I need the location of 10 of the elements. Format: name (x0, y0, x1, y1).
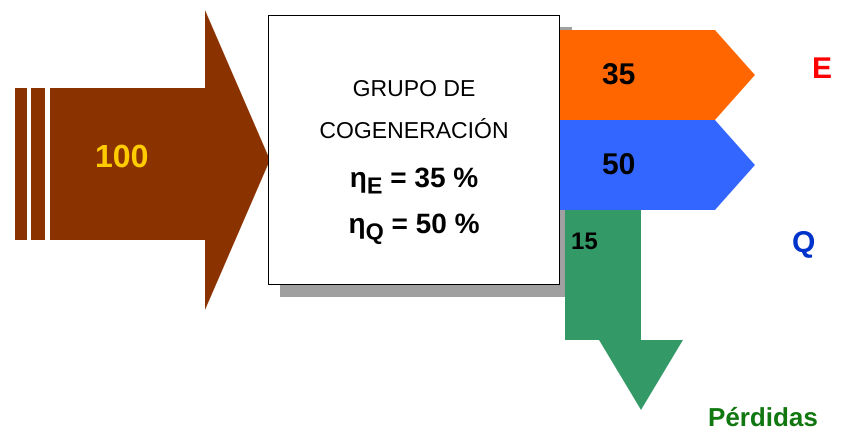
flow-label: Q (792, 226, 816, 260)
flow-label: E (812, 52, 832, 86)
efficiency-formula: η$_{Q}$ = 50 % (348, 207, 480, 247)
flow-label: Pérdidas (708, 402, 818, 433)
box-title: GRUPO DE COGENERACIÓN (318, 74, 510, 145)
flow-value: 50 (602, 148, 636, 182)
flow-value: 15 (571, 228, 598, 256)
flow-value: 35 (602, 58, 636, 92)
efficiency-formula: η$_{E}$ = 35 % (348, 161, 480, 201)
flow-value: 100 (95, 138, 148, 175)
